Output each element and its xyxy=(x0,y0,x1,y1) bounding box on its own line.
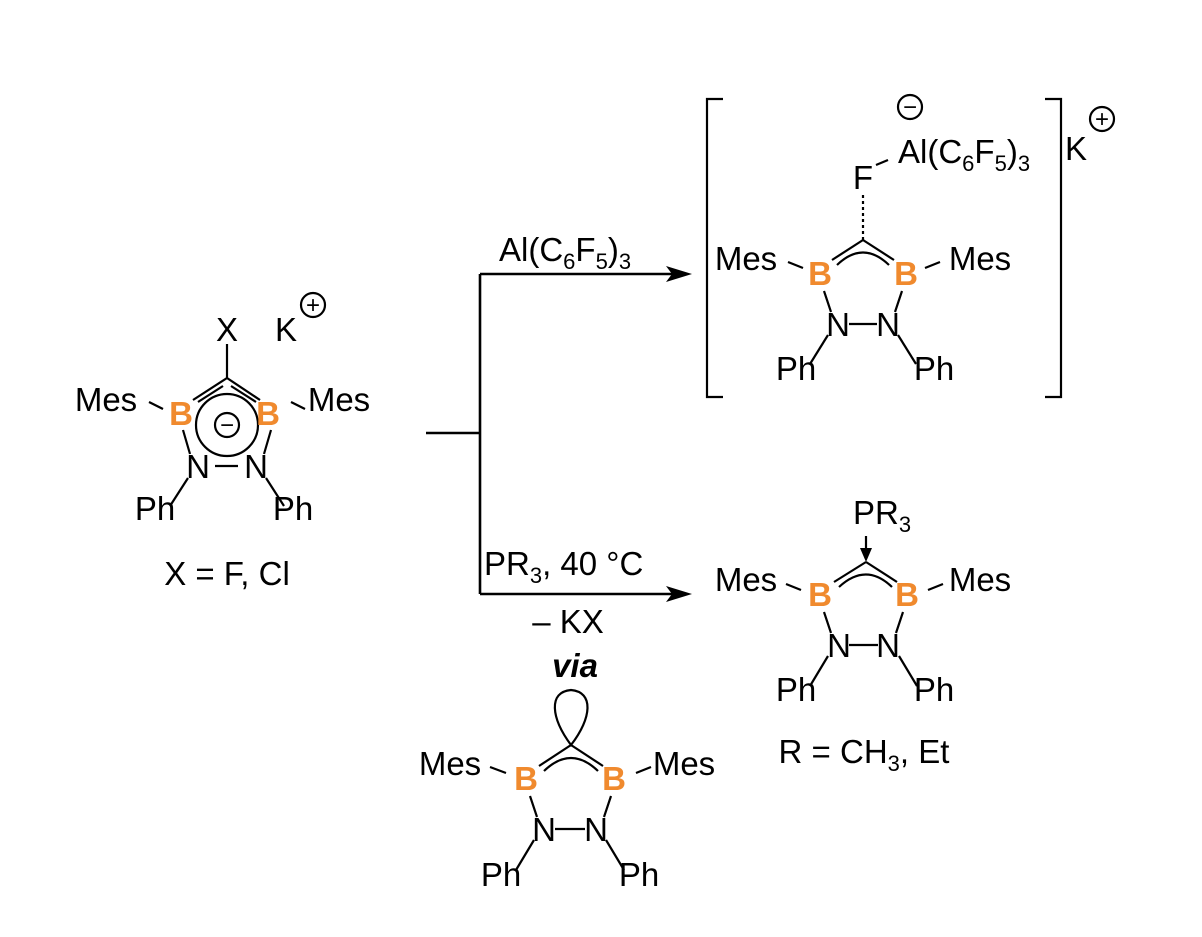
top-product-boron-left: B xyxy=(808,255,832,292)
bottom-product-ph-left: Ph xyxy=(776,671,816,708)
bottom-product-boron-right: B xyxy=(895,576,919,613)
top-product-cation: K xyxy=(1065,130,1087,167)
dative-arrow-icon xyxy=(860,548,872,562)
minus-charge-icon xyxy=(896,93,924,121)
reactant-plus-sign: + xyxy=(306,292,320,319)
bottom-product-boron-left: B xyxy=(808,576,832,613)
top-arrowhead-icon xyxy=(666,266,692,282)
reactant-ph-left: Ph xyxy=(135,490,175,527)
phosphine-ligand: PR3 xyxy=(853,494,911,537)
bottom-arrow-reagent: PR3, 40 °C xyxy=(484,545,643,588)
intermediate-mes-right: Mes xyxy=(653,745,715,782)
reactant-x-label: X xyxy=(216,311,238,348)
minus-charge-icon xyxy=(213,411,241,439)
reactant-molecule: X K + − B B N N Mes Mes Ph Ph xyxy=(75,291,370,527)
reactant-mes-right: Mes xyxy=(308,381,370,418)
top-product-ph-right: Ph xyxy=(914,350,954,387)
intermediate-ph-left: Ph xyxy=(481,856,521,893)
bottom-product-mes-right: Mes xyxy=(949,561,1011,598)
top-product-nitrogen-right: N xyxy=(876,306,900,343)
reactant-cation: K xyxy=(275,311,297,348)
via-label: via xyxy=(552,647,598,684)
reactant-nitrogen-right: N xyxy=(244,448,268,485)
plus-charge-icon xyxy=(299,291,327,319)
intermediate-nitrogen-right: N xyxy=(584,811,608,848)
reactant-nitrogen-left: N xyxy=(186,448,210,485)
top-arrow-reagent: Al(C6F5)3 xyxy=(499,231,631,274)
intermediate-nitrogen-left: N xyxy=(532,811,556,848)
delocalized-ring-circle xyxy=(194,392,260,458)
top-product-plus-sign: + xyxy=(1095,106,1109,133)
bottom-arrow-byproduct: – KX xyxy=(532,603,604,640)
reactant-boron-right: B xyxy=(256,395,280,432)
bottom-arrowhead-icon xyxy=(666,586,692,602)
intermediate-mes-left: Mes xyxy=(419,745,481,782)
intermediate-boron-right: B xyxy=(602,760,626,797)
intermediate-boron-left: B xyxy=(514,760,538,797)
lone-pair-lobe-icon xyxy=(553,688,589,747)
plus-charge-icon xyxy=(1088,105,1116,133)
bottom-product-nitrogen-right: N xyxy=(876,627,900,664)
intermediate-molecule: B B N N Mes Mes Ph Ph xyxy=(419,688,715,893)
top-product-boron-right: B xyxy=(894,255,918,292)
aluminum-ligand: Al(C6F5)3 xyxy=(898,133,1030,176)
bottom-product-mes-left: Mes xyxy=(715,561,777,598)
top-product-ph-left: Ph xyxy=(776,350,816,387)
bottom-product-molecule: PR3 B B N N Mes Mes Ph Ph xyxy=(715,494,1011,708)
reactant-boron-left: B xyxy=(169,395,193,432)
reactant-minus-sign: − xyxy=(220,412,234,439)
top-product-minus-sign: − xyxy=(903,94,917,121)
bottom-product-definition: R = CH3, Et xyxy=(779,733,950,776)
top-product-mes-right: Mes xyxy=(949,240,1011,277)
reaction-arrows xyxy=(426,266,692,602)
bottom-product-ph-right: Ph xyxy=(914,671,954,708)
top-product-mes-left: Mes xyxy=(715,240,777,277)
top-product-complex: F Al(C6F5)3 − K + B B N N Mes Mes Ph Ph xyxy=(705,93,1116,399)
reactant-definition: X = F, Cl xyxy=(164,555,290,592)
intermediate-ph-right: Ph xyxy=(619,856,659,893)
bottom-product-nitrogen-left: N xyxy=(827,627,851,664)
top-product-nitrogen-left: N xyxy=(826,306,850,343)
reactant-ph-right: Ph xyxy=(273,490,313,527)
reactant-mes-left: Mes xyxy=(75,381,137,418)
fluorine-atom: F xyxy=(853,159,873,196)
